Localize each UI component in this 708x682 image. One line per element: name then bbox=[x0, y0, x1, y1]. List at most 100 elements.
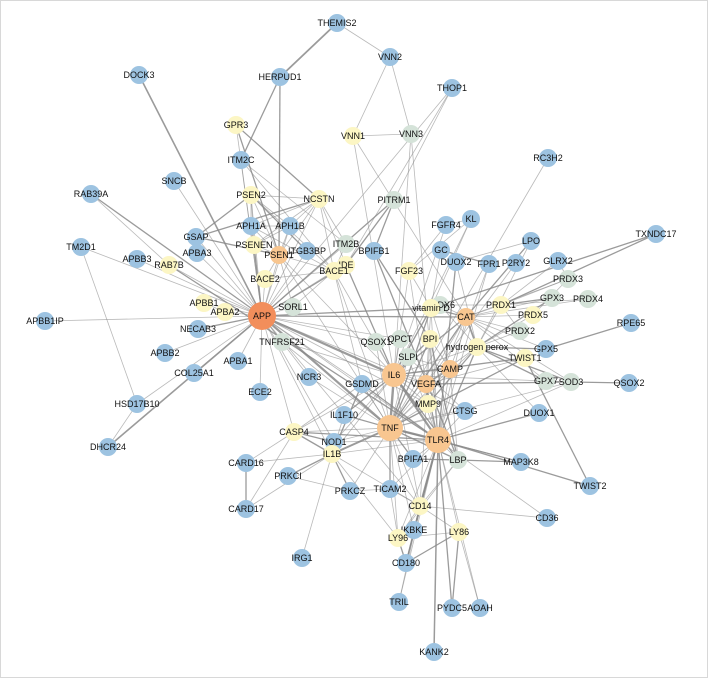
node-il1f10[interactable]: IL1F10 bbox=[330, 406, 358, 424]
node-rc3h2[interactable]: RC3H2 bbox=[533, 149, 563, 167]
node-hsd17b10[interactable]: HSD17B10 bbox=[114, 395, 160, 413]
node-vnn2[interactable]: VNN2 bbox=[378, 48, 402, 66]
node-cat[interactable]: CAT bbox=[457, 308, 475, 326]
node-il6[interactable]: IL6 bbox=[382, 363, 406, 387]
node-ticam2[interactable]: TICAM2 bbox=[373, 480, 407, 498]
node-prkcz[interactable]: PRKCZ bbox=[335, 482, 366, 500]
node-txndc17[interactable]: TXNDC17 bbox=[635, 225, 677, 243]
node-apba2[interactable]: APBA2 bbox=[210, 303, 240, 321]
node-thop1[interactable]: THOP1 bbox=[437, 79, 467, 97]
node-itm2c[interactable]: ITM2C bbox=[228, 151, 256, 169]
node-vnn1[interactable]: VNN1 bbox=[341, 127, 365, 145]
node-psen2[interactable]: PSEN2 bbox=[236, 186, 266, 204]
node-apbb3[interactable]: APBB3 bbox=[122, 250, 152, 268]
node-prdx4[interactable]: PRDX4 bbox=[573, 290, 603, 308]
node-vitamin-d[interactable]: vitamin D bbox=[412, 299, 450, 317]
node-cd180[interactable]: CD180 bbox=[392, 554, 420, 572]
node-apba3[interactable]: APBA3 bbox=[182, 244, 212, 262]
node-gsap[interactable]: GSAP bbox=[183, 228, 209, 246]
node-vnn3[interactable]: VNN3 bbox=[399, 125, 423, 143]
node-gpr3[interactable]: GPR3 bbox=[224, 116, 249, 134]
node-dhcr24[interactable]: DHCR24 bbox=[90, 438, 126, 456]
node-casp4[interactable]: CASP4 bbox=[279, 423, 309, 441]
node-themis2[interactable]: THEMIS2 bbox=[317, 14, 357, 32]
node-lbp[interactable]: LBP bbox=[449, 451, 467, 469]
node-duox2[interactable]: DUOX2 bbox=[440, 253, 472, 271]
node-bace1[interactable]: BACE1 bbox=[319, 262, 349, 280]
node-gpx7[interactable]: GPX7 bbox=[534, 372, 558, 390]
node-qsox1[interactable]: QSOX1 bbox=[360, 333, 392, 351]
node-itgb3bp[interactable]: ITGB3BP bbox=[288, 242, 326, 260]
node-qpct[interactable]: QPCT bbox=[387, 330, 413, 348]
node-apba1[interactable]: APBA1 bbox=[223, 352, 253, 370]
node-fgfr4[interactable]: FGFR4 bbox=[431, 216, 461, 234]
node-psen1[interactable]: PSEN1 bbox=[264, 246, 294, 264]
node-gpx5[interactable]: GPX5 bbox=[534, 340, 558, 358]
node-herpud1[interactable]: HERPUD1 bbox=[258, 68, 302, 86]
node-gc[interactable]: GC bbox=[432, 241, 450, 259]
node-hydrogen-perox[interactable]: hydrogen perox bbox=[446, 338, 509, 356]
node-camp[interactable]: CAMP bbox=[437, 360, 463, 378]
node-prdx5[interactable]: PRDX5 bbox=[518, 306, 548, 324]
node-gsdmd[interactable]: GSDMD bbox=[345, 375, 379, 393]
node-bpifb1[interactable]: BPIFB1 bbox=[358, 242, 390, 260]
node-prkci[interactable]: PRKCI bbox=[274, 467, 302, 485]
node-twist2[interactable]: TWIST2 bbox=[574, 477, 607, 495]
node-apbb2[interactable]: APBB2 bbox=[150, 344, 180, 362]
node-necab3[interactable]: NECAB3 bbox=[180, 320, 216, 338]
node-card17[interactable]: CARD17 bbox=[228, 500, 264, 518]
node-apbb1[interactable]: APBB1 bbox=[189, 294, 219, 312]
node-psenen[interactable]: PSENEN bbox=[235, 236, 273, 254]
node-ikbke[interactable]: IKBKE bbox=[401, 521, 428, 539]
node-tnf[interactable]: TNF bbox=[377, 415, 403, 441]
node-fpr1[interactable]: FPR1 bbox=[477, 255, 501, 273]
node-twist1[interactable]: TWIST1 bbox=[509, 349, 542, 367]
node-tm2d1[interactable]: TM2D1 bbox=[66, 238, 96, 256]
node-itm2b[interactable]: ITM2B bbox=[333, 235, 360, 253]
node-sod3[interactable]: SOD3 bbox=[559, 373, 584, 391]
node-pydc5[interactable]: PYDC5 bbox=[437, 599, 467, 617]
node-aph1b[interactable]: APH1B bbox=[275, 217, 305, 235]
node-fgf23[interactable]: FGF23 bbox=[395, 262, 423, 280]
node-cd14[interactable]: CD14 bbox=[408, 497, 432, 515]
node-ece2[interactable]: ECE2 bbox=[248, 383, 272, 401]
node-glrx2[interactable]: GLRX2 bbox=[543, 252, 573, 270]
node-aoah[interactable]: AOAH bbox=[467, 599, 493, 617]
node-sorl1[interactable]: SORL1 bbox=[278, 298, 308, 316]
node-apbb1ip[interactable]: APBB1IP bbox=[26, 312, 64, 330]
node-tril[interactable]: TRIL bbox=[389, 593, 409, 611]
node-mmp9[interactable]: MMP9 bbox=[415, 395, 441, 413]
node-prdx3[interactable]: PRDX3 bbox=[553, 270, 583, 288]
node-bace2[interactable]: BACE2 bbox=[250, 270, 280, 288]
node-dock3[interactable]: DOCK3 bbox=[123, 66, 155, 84]
node-tnfrsf21[interactable]: TNFRSF21 bbox=[259, 333, 305, 351]
node-lpo[interactable]: LPO bbox=[522, 232, 540, 250]
node-ncr3[interactable]: NCR3 bbox=[297, 368, 322, 386]
node-ly86[interactable]: LY86 bbox=[449, 523, 469, 541]
node-sncb[interactable]: SNCB bbox=[161, 172, 187, 190]
node-prdx2[interactable]: PRDX2 bbox=[505, 322, 535, 340]
node-bpifa1[interactable]: BPIFA1 bbox=[398, 450, 429, 468]
node-ly96[interactable]: LY96 bbox=[388, 529, 408, 547]
node-il1b[interactable]: IL1B bbox=[323, 445, 342, 463]
node-ctsg[interactable]: CTSG bbox=[452, 402, 478, 420]
node-aph1a[interactable]: APH1A bbox=[236, 217, 266, 235]
node-pitrm1[interactable]: PITRM1 bbox=[377, 191, 411, 209]
node-rab39a[interactable]: RAB39A bbox=[74, 185, 109, 203]
node-tlr4[interactable]: TLR4 bbox=[425, 427, 451, 453]
node-kl[interactable]: KL bbox=[462, 210, 480, 228]
node-vegfa[interactable]: VEGFA bbox=[411, 375, 441, 393]
node-slpi[interactable]: SLPI bbox=[398, 348, 418, 366]
node-card16[interactable]: CARD16 bbox=[228, 454, 264, 472]
node-prdx1[interactable]: PRDX1 bbox=[486, 296, 516, 314]
node-map3k8[interactable]: MAP3K8 bbox=[503, 453, 539, 471]
node-kank2[interactable]: KANK2 bbox=[419, 643, 449, 661]
node-gpx3[interactable]: GPX3 bbox=[540, 289, 564, 307]
node-rab7b[interactable]: RAB7B bbox=[154, 256, 184, 274]
node-bpi[interactable]: BPI bbox=[421, 330, 439, 348]
node-rpe65[interactable]: RPE65 bbox=[617, 314, 646, 332]
node-qsox2[interactable]: QSOX2 bbox=[613, 374, 645, 392]
node-irg1[interactable]: IRG1 bbox=[291, 549, 313, 567]
node-app[interactable]: APP bbox=[248, 302, 276, 330]
node-p2ry2[interactable]: P2RY2 bbox=[502, 254, 530, 272]
